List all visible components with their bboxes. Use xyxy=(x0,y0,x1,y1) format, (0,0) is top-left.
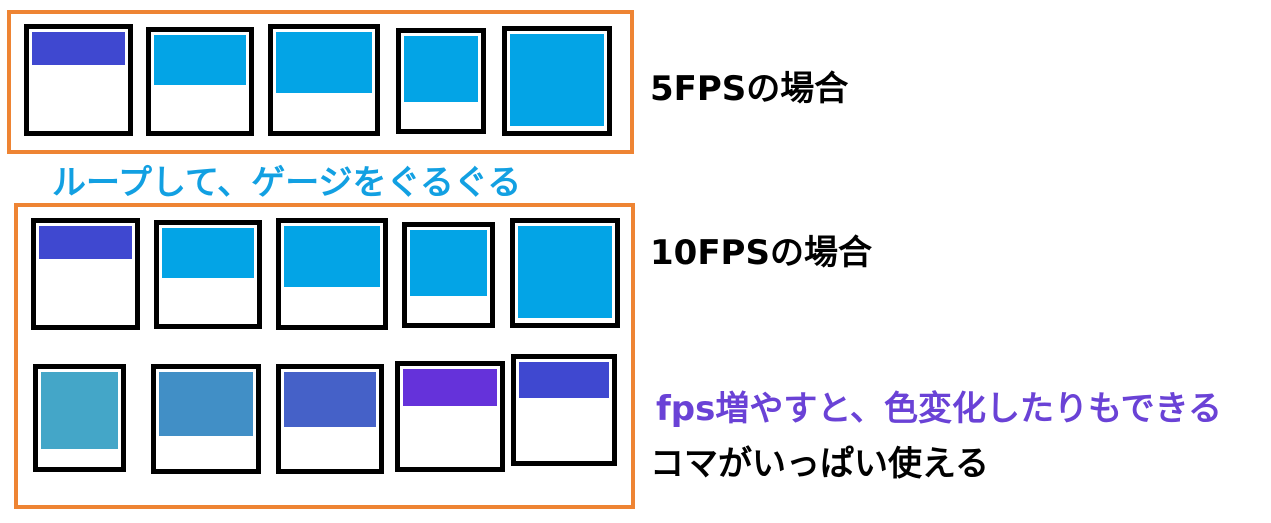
label-10fps: 10FPSの場合 xyxy=(650,233,872,273)
10fps-row-2-frame-2 xyxy=(151,364,261,474)
label-color-change: fps増やすと、色変化したりもできる xyxy=(656,389,1222,429)
gauge-fill xyxy=(276,32,372,93)
gauge-fill xyxy=(159,372,253,436)
gauge-fill xyxy=(154,35,246,85)
group-box-10fps xyxy=(14,203,635,509)
10fps-row-1-frame-5 xyxy=(510,218,620,328)
gauge-fill xyxy=(404,36,478,102)
gauge-fill xyxy=(519,362,609,398)
gauge-fill xyxy=(39,226,132,259)
5fps-row-frame-3 xyxy=(268,24,380,136)
gauge-fill xyxy=(403,369,497,406)
10fps-row-1-frame-1 xyxy=(31,218,140,330)
label-5fps: 5FPSの場合 xyxy=(650,69,849,109)
10fps-row-2-frame-1 xyxy=(33,364,126,472)
10fps-row-2-frame-5 xyxy=(511,354,617,466)
gauge-fill xyxy=(41,372,118,449)
gauge-fill xyxy=(510,34,604,126)
label-many-frames: コマがいっぱい使える xyxy=(650,444,989,484)
5fps-row-frame-1 xyxy=(24,24,133,136)
gauge-fill xyxy=(162,228,254,278)
gauge-fill xyxy=(518,226,612,318)
5fps-row-frame-2 xyxy=(146,27,254,136)
gauge-fill xyxy=(284,372,376,427)
gauge-fill xyxy=(284,226,380,287)
label-loop: ループして、ゲージをぐるぐる xyxy=(52,163,522,203)
group-box-5fps xyxy=(7,10,634,154)
gauge-fill xyxy=(32,32,125,65)
10fps-row-1-frame-4 xyxy=(402,222,495,328)
10fps-row-1-frame-3 xyxy=(276,218,388,330)
5fps-row-frame-4 xyxy=(396,28,486,134)
gauge-fill xyxy=(410,230,487,296)
10fps-row-2-frame-4 xyxy=(395,361,505,472)
10fps-row-1-frame-2 xyxy=(154,220,262,329)
5fps-row-frame-5 xyxy=(502,26,612,136)
10fps-row-2-frame-3 xyxy=(276,364,384,474)
